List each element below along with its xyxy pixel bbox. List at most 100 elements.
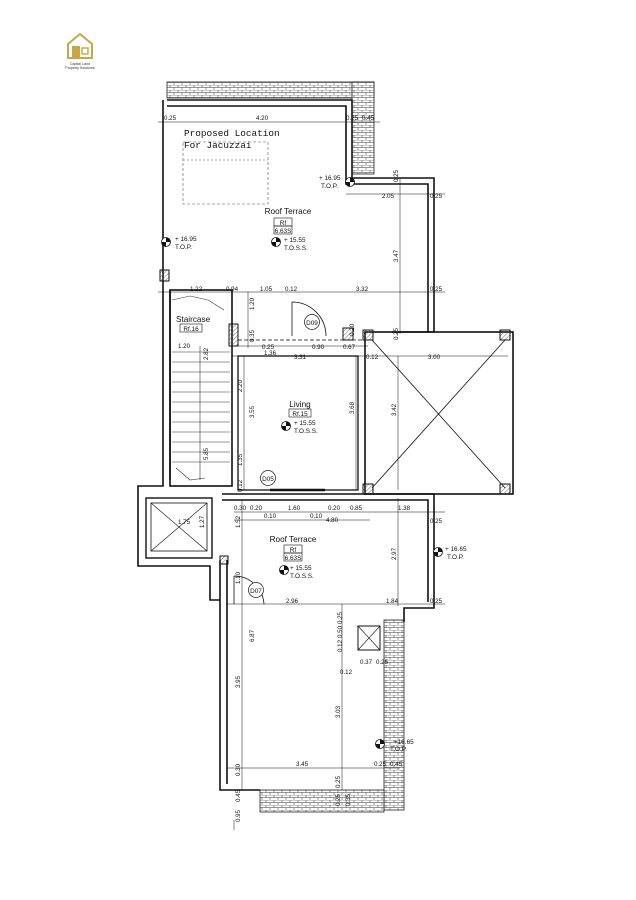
dim: 0.30 <box>235 763 242 776</box>
dim: 0.25 <box>430 598 443 605</box>
level-mid-right: + 16.65 <box>445 546 467 553</box>
dim: 0.45 <box>235 789 242 802</box>
stair-treads <box>171 295 230 481</box>
dim: 5.85 <box>203 447 210 460</box>
dim: 0.12 <box>366 354 379 361</box>
parapet-walls <box>166 81 405 813</box>
void-cross <box>371 339 506 489</box>
dim: 0.10 <box>264 513 277 520</box>
dim: 0.85 <box>350 505 363 512</box>
dim: 2.82 <box>203 347 210 360</box>
level-top-left: + 16.95 <box>175 236 197 243</box>
roof-terrace-top-fl: Rf <box>280 220 287 227</box>
dim: 3.03 <box>335 705 342 718</box>
door-d05-tag: D05 <box>262 476 274 483</box>
dim: 3.31 <box>294 354 307 361</box>
level-top-right-label: T.O.P. <box>321 183 338 190</box>
living-fl: Rf.15 <box>292 411 308 418</box>
living-walls <box>237 339 365 492</box>
roof-terrace-bottom-level: + 15.55 <box>290 565 312 572</box>
dim: 0.94 <box>226 286 239 293</box>
dim: 0.25 <box>430 193 443 200</box>
living-level: + 15.55 <box>294 420 316 427</box>
roof-terrace-top-tile: 6.63S <box>275 228 292 235</box>
dim: 0.45 <box>362 115 375 122</box>
dim: 4.80 <box>326 517 339 524</box>
lift-width: 1.75 <box>178 519 191 526</box>
dim: 2.20 <box>237 379 244 392</box>
dim: 0.10 <box>310 513 323 520</box>
staircase-fl: Rf.16 <box>183 326 199 333</box>
dim: 0.25 <box>393 169 400 182</box>
dim: 1.35 <box>237 453 244 466</box>
level-marker-icon <box>279 565 289 575</box>
dim: 3.68 <box>349 401 356 414</box>
dim: 0.20 <box>328 505 341 512</box>
dimension-lines <box>158 121 508 830</box>
dim: 0.25 <box>430 286 443 293</box>
dim: 0.25 <box>262 344 275 351</box>
dim: 0.37 <box>360 659 373 666</box>
outer-walls <box>137 99 514 791</box>
dim: 0.25 <box>164 115 177 122</box>
lift-height: 1.27 <box>199 515 206 528</box>
roof-terrace-bottom-fl: Rf <box>290 547 297 554</box>
level-texts: + 16.95 T.O.P. + 16.95 T.O.P. + 16.65 T.… <box>175 175 467 753</box>
dim: 3.00 <box>428 354 441 361</box>
dim: 2.96 <box>286 598 299 605</box>
staircase-name: Staircase <box>176 315 211 324</box>
dim: 1.36 <box>264 350 277 357</box>
level-markers <box>161 177 443 749</box>
dim: 0.35 <box>345 793 352 806</box>
jacuzzi-label-line1: Proposed Location <box>184 128 280 139</box>
level-bottom-right: +16.65 <box>394 739 414 746</box>
dim: 0.25 <box>335 775 342 788</box>
dim: 0.25 <box>346 115 359 122</box>
level-top-left-label: T.O.P. <box>175 244 192 251</box>
dim: 0.45 <box>390 761 403 768</box>
dim: 3.55 <box>249 405 256 418</box>
dim: 0.12 <box>237 479 244 492</box>
dim: 0.50 <box>337 625 344 638</box>
dim: 0.20 <box>250 505 263 512</box>
dim: 1.20 <box>178 343 191 350</box>
dim: 0.90 <box>312 344 325 351</box>
dim: 1.60 <box>288 505 301 512</box>
dim: 1.05 <box>260 286 273 293</box>
dim: 4.20 <box>256 115 269 122</box>
dim: 0.67 <box>343 344 356 351</box>
dim: 1.22 <box>190 286 203 293</box>
roof-terrace-top-level: + 15.55 <box>284 237 306 244</box>
dim: 3.95 <box>235 675 242 688</box>
roof-terrace-bottom-level-label: T.O.S.S. <box>290 573 314 580</box>
company-logo: Capital Land Property Solutions <box>58 28 102 74</box>
level-bottom-right-label: T.O.P. <box>390 746 407 753</box>
roof-terrace-bottom-tile: 6.63S <box>285 555 302 562</box>
logo-tagline: Property Solutions <box>65 66 95 70</box>
level-marker-icon <box>271 237 281 247</box>
level-marker-icon <box>281 421 291 431</box>
dim: 2.05 <box>382 193 395 200</box>
level-top-right: + 16.95 <box>319 175 341 182</box>
dim: 3.45 <box>296 761 309 768</box>
dimension-texts: 0.25 4.20 0.25 0.45 2.05 0.25 0.25 3.47 … <box>164 115 443 822</box>
dim: 3.32 <box>356 286 369 293</box>
dim: 0.25 <box>337 611 344 624</box>
door-tags: D09 D05 D07 <box>248 314 320 598</box>
chimney <box>357 625 381 651</box>
living-name: Living <box>289 400 311 409</box>
door-d09-tag: D09 <box>306 320 318 327</box>
dim: 3.47 <box>393 249 400 262</box>
dim: 0.25 <box>335 793 342 806</box>
dim: 0.25 <box>376 659 389 666</box>
jacuzzi-area <box>182 141 269 205</box>
living-level-label: T.O.S.S. <box>294 428 318 435</box>
dim: 0.25 <box>393 327 400 340</box>
dim: 1.84 <box>386 598 399 605</box>
roof-terrace-bottom-name: Roof Terrace <box>270 535 317 544</box>
dim: 1.38 <box>398 505 411 512</box>
level-marker-icon <box>161 237 171 247</box>
dim: 1.20 <box>249 297 256 310</box>
dim: 0.30 <box>234 505 247 512</box>
level-marker-icon <box>345 177 355 187</box>
